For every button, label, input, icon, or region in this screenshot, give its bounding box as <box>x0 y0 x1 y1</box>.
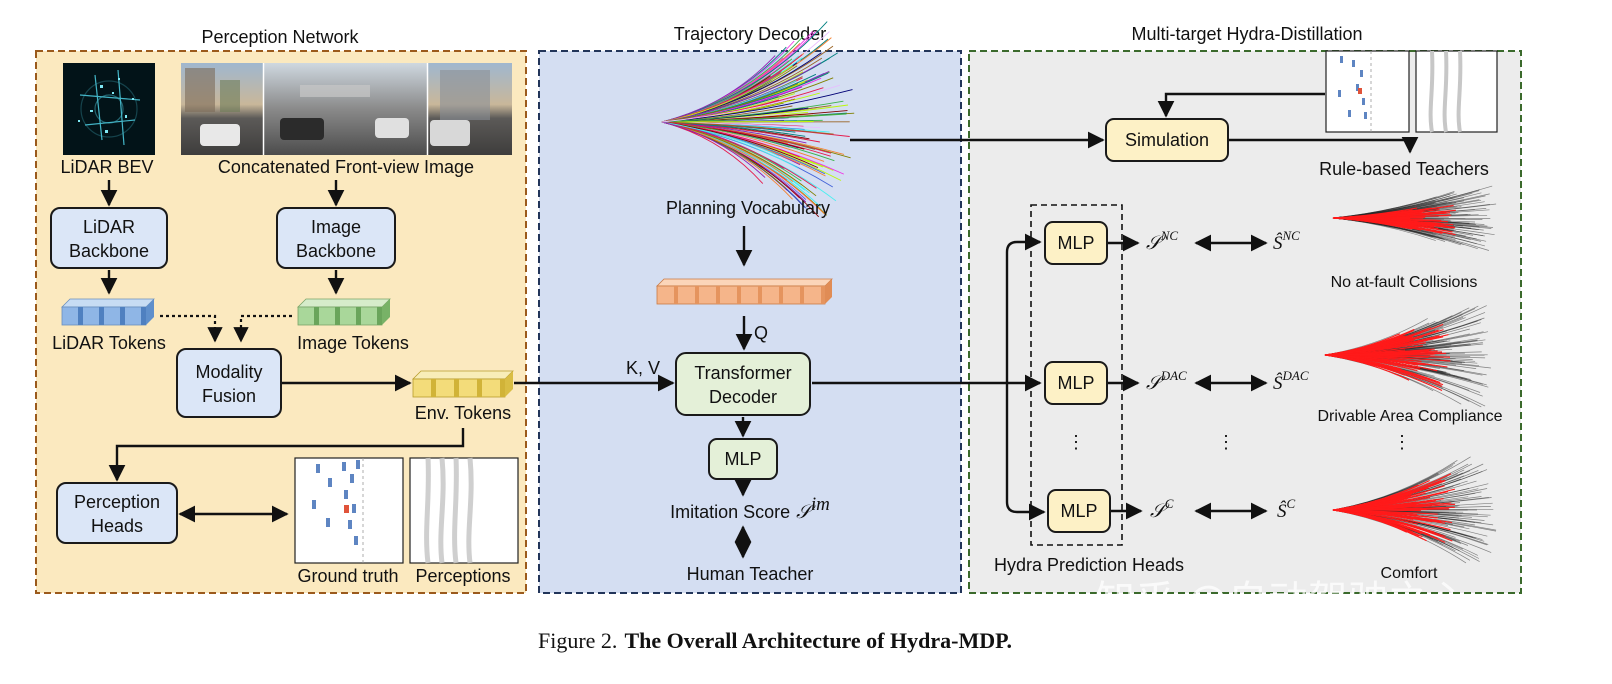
hydra-heads-label: Hydra Prediction Heads <box>994 555 1184 575</box>
trajectory-line <box>661 121 817 197</box>
simulation-box <box>1105 118 1229 162</box>
trajectory-line <box>1324 354 1416 375</box>
comfort-teacher-label: Comfort <box>1381 565 1438 582</box>
image-backbone-label-1: Image <box>311 217 361 237</box>
trajectory-line <box>661 121 834 135</box>
mlp-head-nc-label: MLP <box>1057 233 1094 253</box>
lidar-backbone-label-2: Backbone <box>69 241 149 261</box>
mlp-head-dac-label: MLP <box>1057 373 1094 393</box>
image-tokens-label: Image Tokens <box>297 333 409 353</box>
mlp-head-nc <box>1044 221 1108 265</box>
modality-fusion-label-1: Modality <box>195 362 262 382</box>
perception-heads-box <box>56 482 178 544</box>
scores-ellipsis: ⋮ <box>1217 432 1235 452</box>
trajectory-line <box>661 121 817 189</box>
modality-fusion-label-2: Fusion <box>202 386 256 406</box>
trajectory-line <box>1332 217 1449 223</box>
trajectory-line <box>1324 354 1448 368</box>
simulation-label: Simulation <box>1125 130 1209 150</box>
trajectory-line <box>661 121 832 154</box>
trajectory-line <box>1332 502 1419 511</box>
image-backbone-box <box>276 207 396 269</box>
rule-teacher-map <box>1415 50 1498 133</box>
nc-teacher-label: No at-fault Collisions <box>1331 274 1478 291</box>
rule-teacher-bev-map <box>1325 50 1410 133</box>
mlp-head-c <box>1047 489 1111 533</box>
lidar-bev-image <box>63 63 155 155</box>
trajectory-line <box>661 121 835 162</box>
env-tokens-label: Env. Tokens <box>415 403 511 423</box>
trajectory-line <box>1332 217 1426 231</box>
perceptions-label: Perceptions <box>415 566 510 586</box>
front-view-image <box>181 63 512 155</box>
dac-teacher-trajectories <box>1324 305 1491 408</box>
lidar-tokens <box>61 298 155 326</box>
teachers-ellipsis: ⋮ <box>1393 432 1411 452</box>
planning-vocabulary-label: Planning Vocabulary <box>666 198 830 218</box>
watermark: 知乎 @自动驾驶之心 <box>1095 578 1468 624</box>
perception-heads-label-2: Heads <box>91 516 143 536</box>
trajectory-line <box>661 100 844 123</box>
query-tokens <box>656 278 833 305</box>
lidar-backbone-label-1: LiDAR <box>83 217 135 237</box>
trajectory-line <box>661 55 776 123</box>
env-tokens <box>412 370 514 398</box>
image-tokens <box>297 298 391 326</box>
trajectory-line <box>1332 509 1415 519</box>
section-title-perception: Perception Network <box>201 27 359 47</box>
figure-caption: Figure 2.The Overall Architecture of Hyd… <box>538 628 1012 653</box>
trajectory-line <box>661 84 841 123</box>
trajectory-line <box>661 65 793 123</box>
imitation-mlp-label: MLP <box>724 449 761 469</box>
trajectory-line <box>661 83 799 123</box>
trajectory-line <box>661 62 822 123</box>
heads-ellipsis: ⋮ <box>1067 432 1085 452</box>
kv-label: K, V <box>626 358 660 378</box>
teacher-score-dac: ŜDAC <box>1273 368 1309 394</box>
lidar-backbone-box <box>50 207 168 269</box>
transformer-decoder-box <box>675 352 811 416</box>
trajectory-line <box>661 121 766 178</box>
ground-truth-bev-map <box>294 457 404 564</box>
trajectory-line <box>661 121 814 123</box>
lidar-bev-label: LiDAR BEV <box>60 157 153 177</box>
comfort-teacher-trajectories <box>1332 456 1497 564</box>
planning-vocabulary-fan <box>661 21 855 218</box>
perceptions-map <box>409 457 519 564</box>
dac-teacher-label: Drivable Area Compliance <box>1318 408 1503 425</box>
q-label: Q <box>754 323 768 343</box>
rule-teachers-label: Rule-based Teachers <box>1319 159 1489 179</box>
transformer-decoder-label-2: Decoder <box>709 387 777 407</box>
modality-fusion-box <box>176 348 282 418</box>
mlp-head-dac <box>1044 361 1108 405</box>
trajectory-line <box>1332 479 1446 511</box>
section-title-distill: Multi-target Hydra-Distillation <box>1131 24 1362 44</box>
teacher-score-c: ŜC <box>1277 496 1296 522</box>
section-title-decoder: Trajectory Decoder <box>674 24 826 44</box>
lidar-tokens-label: LiDAR Tokens <box>52 333 166 353</box>
human-teacher-label: Human Teacher <box>687 564 814 584</box>
ground-truth-label: Ground truth <box>297 566 398 586</box>
perception-heads-label-1: Perception <box>74 492 160 512</box>
trajectory-line <box>661 121 799 169</box>
trajectory-line <box>1332 509 1439 540</box>
transformer-decoder-label-1: Transformer <box>694 363 791 383</box>
imitation-mlp-box <box>708 438 778 480</box>
nc-teacher-trajectories <box>1332 185 1497 251</box>
mlp-head-c-label: MLP <box>1060 501 1097 521</box>
teacher-score-nc: ŜNC <box>1273 228 1300 254</box>
front-view-label: Concatenated Front-view Image <box>218 157 474 177</box>
image-backbone-label-2: Backbone <box>296 241 376 261</box>
trajectory-line <box>1324 333 1416 356</box>
